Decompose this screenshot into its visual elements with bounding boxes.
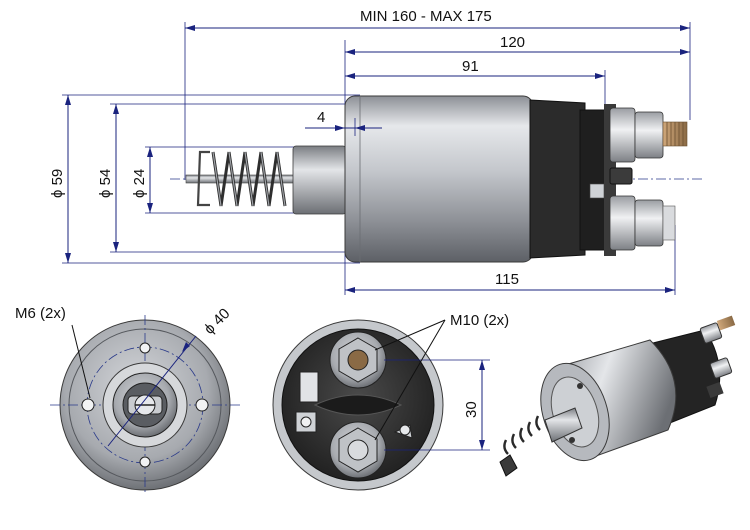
- dim-overall-length: MIN 160 - MAX 175: [360, 8, 492, 25]
- small-terminal: [609, 167, 633, 185]
- black-end-cap: [529, 99, 586, 259]
- isometric-view: [499, 315, 736, 477]
- mounting-hole-right: [195, 398, 209, 412]
- dim-length-91: 91: [462, 58, 479, 75]
- callout-m10: M10 (2x): [450, 312, 509, 329]
- dim-spacing-30: 30: [463, 401, 480, 418]
- rear-view: 30 M10 (2x): [272, 312, 509, 491]
- dim-dia-54: ϕ 54: [97, 169, 114, 198]
- side-view: MIN 160 - MAX 175 120 91 4 115 ϕ 59 ϕ 54…: [49, 8, 705, 295]
- iso-terminals: [699, 315, 736, 399]
- plunger-sleeve: [292, 145, 347, 215]
- dim-dia-40: ϕ 40: [201, 305, 234, 338]
- callout-m6: M6 (2x): [15, 305, 66, 322]
- dim-length-115: 115: [495, 271, 519, 288]
- dim-length-120: 120: [500, 34, 525, 51]
- upper-terminal: [609, 107, 688, 163]
- spring-clip: [196, 150, 210, 207]
- dim-gap-4: 4: [317, 109, 325, 126]
- dim-dia-24: ϕ 24: [131, 169, 148, 198]
- front-view: M6 (2x) ϕ 40: [15, 305, 240, 495]
- lower-terminal: [609, 195, 676, 251]
- iso-spring: [503, 415, 541, 455]
- solenoid-body: [344, 95, 534, 263]
- dim-dia-59: ϕ 59: [49, 169, 66, 198]
- mounting-hole-left: [81, 398, 95, 412]
